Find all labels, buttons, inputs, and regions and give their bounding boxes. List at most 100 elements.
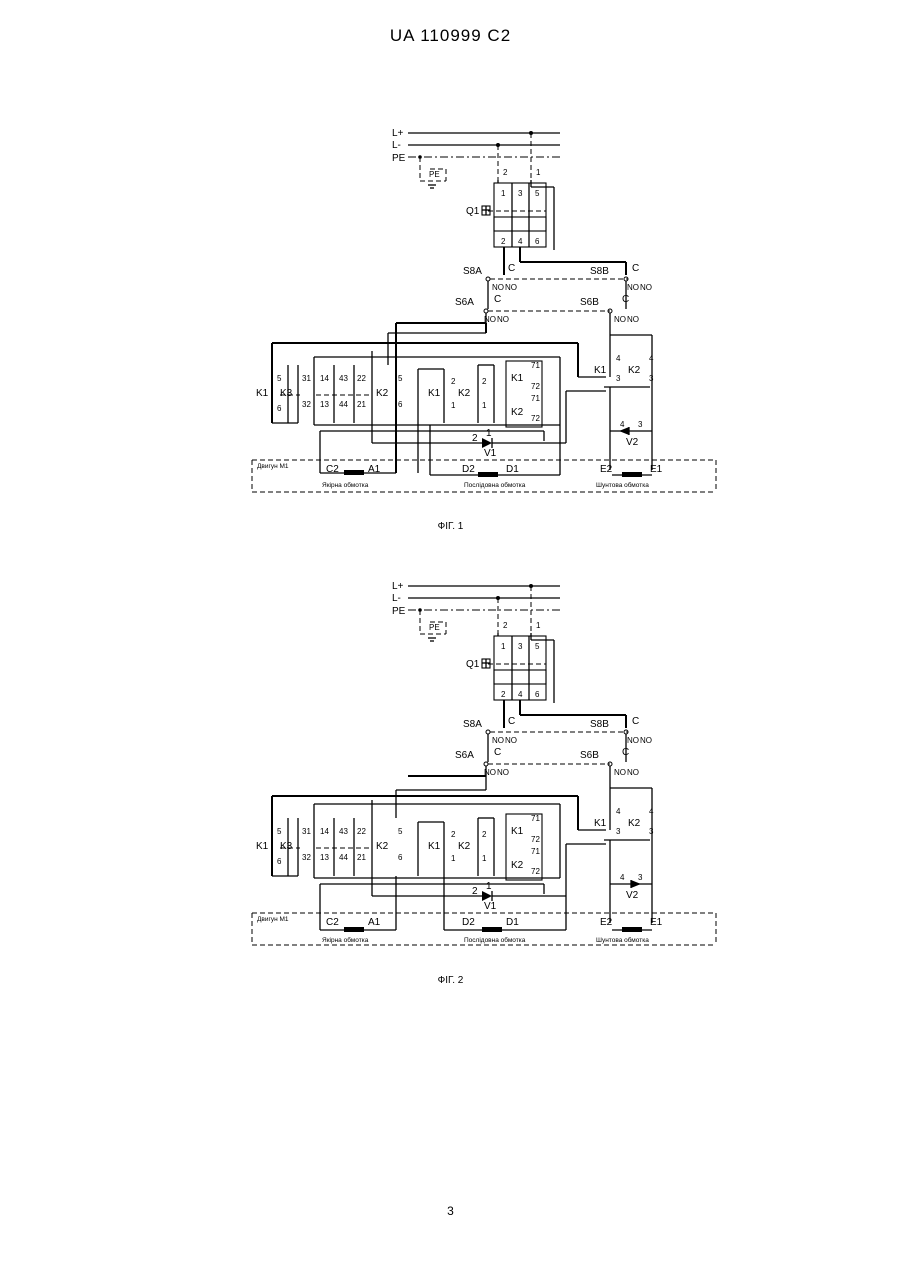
- label-d2: D2: [462, 917, 475, 928]
- label-43: 43: [339, 827, 348, 836]
- figure-2-circuit-diagram: L+ L- PE PE 2 1 Q1 1 3 5 2 4 6: [0, 578, 901, 958]
- label-s6b-no1: NO: [614, 315, 626, 324]
- label-32: 32: [302, 853, 311, 862]
- label-s6b-no1: NO: [614, 768, 626, 777]
- label-k2-5: 5: [398, 827, 403, 836]
- label-71a: 71: [531, 361, 540, 370]
- label-s8a-no1: NO: [492, 736, 504, 745]
- label-q1-b6: 6: [535, 690, 540, 699]
- shunt-coil: [622, 472, 642, 477]
- label-13: 13: [320, 853, 329, 862]
- label-s6b-c: C: [622, 747, 629, 758]
- label-s8b-c: C: [632, 716, 639, 727]
- label-44: 44: [339, 400, 348, 409]
- label-r-3b: 3: [649, 827, 654, 836]
- label-s6b: S6B: [580, 297, 599, 308]
- label-72a: 72: [531, 382, 540, 391]
- label-k2-b: K2: [458, 388, 471, 399]
- label-s8b-no1: NO: [627, 283, 639, 292]
- label-72a: 72: [531, 835, 540, 844]
- label-e1: E1: [650, 464, 663, 475]
- label-armature: Якірна обмотка: [322, 481, 369, 489]
- label-l-plus: L+: [392, 128, 404, 139]
- label-s6a-c: C: [494, 747, 501, 758]
- label-s6a-c: C: [494, 294, 501, 305]
- label-s8b-no2: NO: [640, 283, 652, 292]
- label-k1-left: K1: [256, 841, 269, 852]
- label-k1-mid: K1: [428, 388, 441, 399]
- label-q1-t3: 3: [518, 189, 523, 198]
- label-k1-2: 2: [451, 377, 456, 386]
- label-k2-2: 2: [482, 377, 487, 386]
- label-s6a-no2: NO: [497, 768, 509, 777]
- label-44: 44: [339, 853, 348, 862]
- label-e1: E1: [650, 917, 663, 928]
- label-k3: K3: [280, 841, 293, 852]
- label-71a: 71: [531, 814, 540, 823]
- label-s6b-no2: NO: [627, 768, 639, 777]
- label-a1: A1: [368, 917, 381, 928]
- label-31: 31: [302, 827, 311, 836]
- label-v2-4: 4: [620, 873, 625, 882]
- label-r-4b: 4: [649, 354, 654, 363]
- label-wire-2: 2: [503, 621, 508, 630]
- label-k2-2: 2: [482, 830, 487, 839]
- label-s8a-no2: NO: [505, 283, 517, 292]
- label-s6b: S6B: [580, 750, 599, 761]
- label-v2-3: 3: [638, 420, 643, 429]
- label-k1-1: 1: [451, 854, 456, 863]
- label-l-plus: L+: [392, 581, 404, 592]
- label-s8a: S8A: [463, 266, 482, 277]
- label-k1-coil: K1: [511, 373, 524, 384]
- power-rails: [408, 584, 560, 612]
- label-r-3a: 3: [616, 827, 621, 836]
- document-header: UA 110999 C2: [0, 26, 901, 46]
- label-s8a-c: C: [508, 263, 515, 274]
- label-q1-t3: 3: [518, 642, 523, 651]
- label-pe: PE: [392, 153, 406, 164]
- label-v2: V2: [626, 890, 639, 901]
- label-armature: Якірна обмотка: [322, 936, 369, 944]
- label-r-k1: K1: [594, 818, 607, 829]
- label-k1-coil: K1: [511, 826, 524, 837]
- page-number: 3: [0, 1204, 901, 1218]
- label-s6b-no2: NO: [627, 315, 639, 324]
- label-22: 22: [357, 374, 366, 383]
- label-k1-mid: K1: [428, 841, 441, 852]
- label-r-3b: 3: [649, 374, 654, 383]
- label-q1-b4: 4: [518, 690, 523, 699]
- label-71b: 71: [531, 847, 540, 856]
- power-rails: [408, 131, 560, 159]
- label-s8b-c: C: [632, 263, 639, 274]
- label-k2-6: 6: [398, 853, 403, 862]
- label-k3: K3: [280, 388, 293, 399]
- label-21: 21: [357, 400, 366, 409]
- label-k2-coil: K2: [511, 407, 524, 418]
- label-32: 32: [302, 400, 311, 409]
- label-r-4b: 4: [649, 807, 654, 816]
- label-v1-1: 1: [486, 881, 492, 892]
- label-pe: PE: [392, 606, 406, 617]
- label-d1: D1: [506, 917, 519, 928]
- label-pe-box: PE: [429, 623, 440, 632]
- label-s6a: S6A: [455, 750, 474, 761]
- label-d1: D1: [506, 464, 519, 475]
- label-l-minus: L-: [392, 140, 401, 151]
- shunt-relay-block: [604, 335, 652, 470]
- label-v1: V1: [484, 448, 497, 459]
- label-series: Послідовна обмотка: [464, 936, 526, 944]
- label-q1-t1: 1: [501, 642, 506, 651]
- label-motor: Двигун М1: [257, 463, 289, 470]
- label-s6a-no2: NO: [497, 315, 509, 324]
- figure-1-caption: ФІГ. 1: [0, 521, 901, 532]
- label-q1-b2: 2: [501, 690, 506, 699]
- label-s8a-no2: NO: [505, 736, 517, 745]
- label-s8a-c: C: [508, 716, 515, 727]
- figure-2-caption: ФІГ. 2: [0, 975, 901, 986]
- label-q1-b4: 4: [518, 237, 523, 246]
- label-k1-6: 6: [277, 404, 282, 413]
- label-k1-5: 5: [277, 374, 282, 383]
- label-43: 43: [339, 374, 348, 383]
- label-s8b-no2: NO: [640, 736, 652, 745]
- label-shunt: Шунтова обмотка: [596, 936, 649, 944]
